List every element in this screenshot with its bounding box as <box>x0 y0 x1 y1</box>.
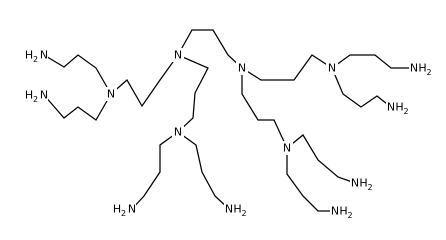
bond-chain-5 <box>241 67 288 149</box>
bond-chain-12 <box>286 134 356 184</box>
hydrogen-count: 2 <box>403 107 408 116</box>
hydrogen-symbol: H <box>418 62 426 75</box>
hydrogen-symbol: H <box>25 89 33 102</box>
nitrogen-symbol: N <box>283 142 291 155</box>
hydrogen-symbol: H <box>359 177 367 190</box>
bond-chain-7 <box>43 93 112 121</box>
nitrogen-atom-label: N <box>172 125 184 139</box>
nitrogen-symbol: N <box>410 62 418 75</box>
nitrogen-symbol: N <box>128 203 136 216</box>
bond-chain-13 <box>286 147 336 212</box>
bond-chain-10 <box>131 131 179 210</box>
hydrogen-count: 2 <box>33 95 38 104</box>
bond-chain-8 <box>331 54 415 69</box>
bond-chain-11 <box>177 131 230 210</box>
hydrogen-symbol: H <box>339 205 347 218</box>
hydrogen-count: 2 <box>121 209 126 218</box>
hydrogen-count: 2 <box>426 68 431 77</box>
bond-chain-9 <box>331 67 392 108</box>
bond-chain-1 <box>177 29 243 69</box>
nitrogen-symbol: N <box>225 203 233 216</box>
bond-chain-6 <box>43 54 112 95</box>
nitrogen-atom-label: N <box>326 61 338 75</box>
nitrogen-atom-label: N <box>236 61 248 75</box>
bond-lines <box>43 29 415 212</box>
nitrogen-symbol: N <box>40 89 48 102</box>
hydrogen-symbol: H <box>113 203 121 216</box>
hydrogen-count: 2 <box>33 55 38 64</box>
nitrogen-atom-label: N <box>105 87 117 101</box>
nitrogen-atom-label: N <box>172 48 184 62</box>
hydrogen-symbol: H <box>395 101 403 114</box>
hydrogen-count: 2 <box>367 183 372 192</box>
bond-chain-4 <box>177 54 209 133</box>
nitrogen-symbol: N <box>174 126 182 139</box>
nitrogen-symbol: N <box>331 205 339 218</box>
bond-chain-2 <box>110 54 179 108</box>
hydrogen-count: 2 <box>241 209 246 218</box>
hydrogen-symbol: H <box>25 49 33 62</box>
nitrogen-symbol: N <box>387 101 395 114</box>
nitrogen-symbol: N <box>351 177 359 190</box>
nitrogen-symbol: N <box>107 88 115 101</box>
hydrogen-count: 2 <box>347 211 352 220</box>
hydrogen-symbol: H <box>233 203 241 216</box>
nitrogen-symbol: N <box>328 62 336 75</box>
nitrogen-symbol: N <box>40 49 48 62</box>
nitrogen-atom-label: N <box>281 141 293 155</box>
bond-chain-3 <box>241 54 333 81</box>
nitrogen-symbol: N <box>174 49 182 62</box>
nitrogen-symbol: N <box>238 62 246 75</box>
